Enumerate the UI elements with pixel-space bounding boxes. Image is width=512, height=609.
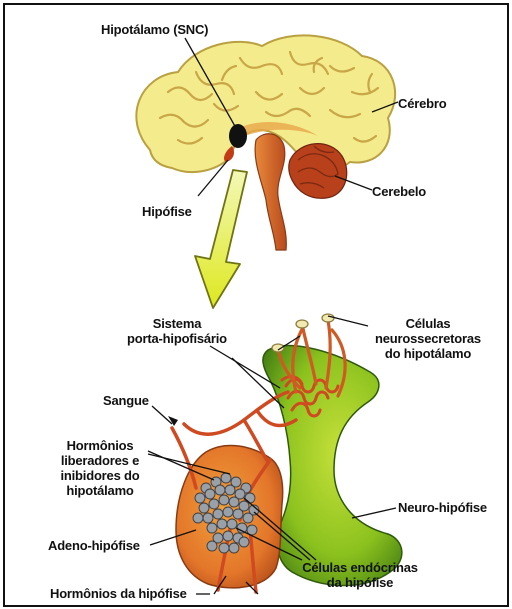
label-cerebro: Cérebro (398, 96, 446, 111)
label-hipotalamo-snc: Hipotálamo (SNC) (101, 22, 208, 37)
label-sangue: Sangue (103, 393, 149, 408)
neuro-hipofise-shape (263, 346, 402, 586)
label-celulas-endocrinas: Células endócrinas da hipófise (292, 560, 428, 590)
label-celulas-neurossecretoras: Células neurossecretoras do hipotálamo (366, 316, 490, 361)
hypothalamus-dot (229, 124, 247, 148)
label-hormonios-liberadores: Hormônios liberadores e inibidores do hi… (44, 438, 156, 498)
label-hipofise: Hipófise (142, 204, 192, 219)
label-adeno-hipofise: Adeno-hipófise (48, 538, 140, 553)
brainstem-shape (255, 134, 286, 250)
label-cerebelo: Cerebelo (372, 184, 426, 199)
label-sistema-porta: Sistema porta-hipofisário (110, 316, 244, 346)
label-neuro-hipofise: Neuro-hipófise (398, 500, 487, 515)
label-hormonios-hipofise: Hormônios da hipófise (50, 586, 187, 601)
